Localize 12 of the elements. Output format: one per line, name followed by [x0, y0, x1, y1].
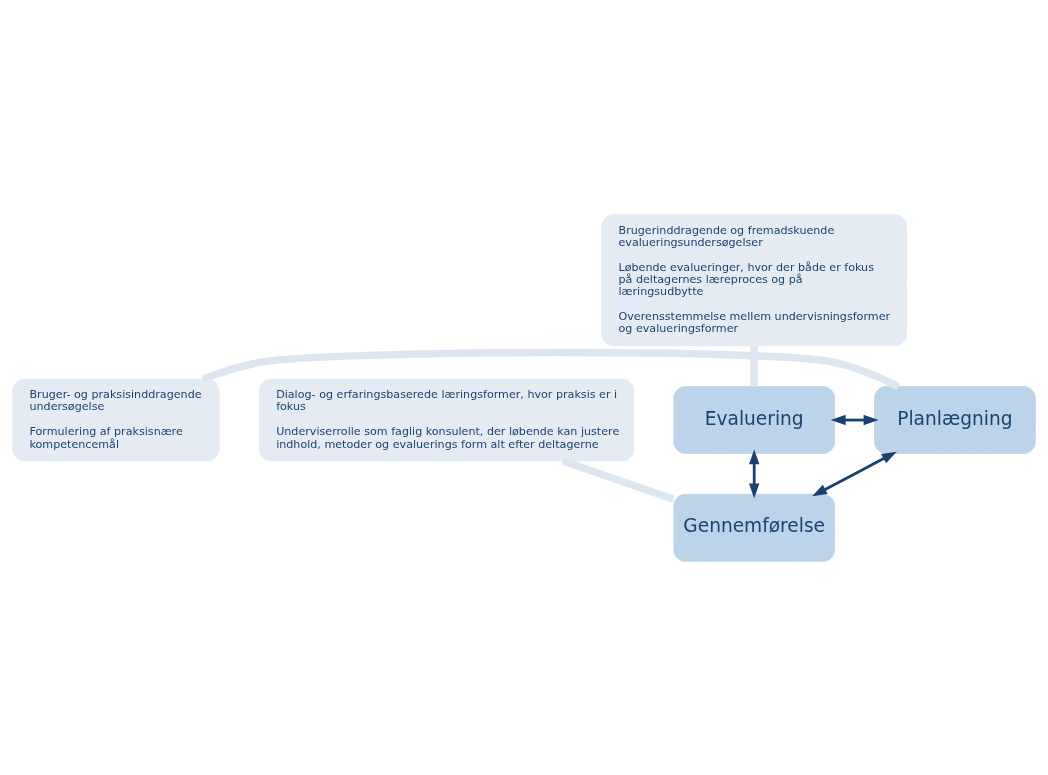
arrow [830, 414, 879, 425]
connector [201, 348, 900, 390]
node-box: Dialog- og erfaringsbaserede læringsformer, hvor praksis er i fokus Underviserrolle som faglig konsulent, der løbende kan justere indhold, metoder og evaluerings form alt efter deltagerne [258, 378, 635, 461]
arrow [748, 448, 760, 498]
node-box: Planlægning [874, 385, 1036, 454]
node-box: Bruger- og praksisinddragende undersøgelse Formulering af praksisnære kompetencemål [12, 378, 220, 461]
node-box: Brugerinddragende og fremadskuende evalueringsundersøgelser Løbende evalueringer, hvor der både er fokus på deltagernes læreproces og på læringsudbytte Overensstemmelse mellem undervisningsformer og evalueringsformer [601, 213, 908, 346]
arrow [812, 451, 897, 496]
node-box: Evaluering [673, 385, 836, 454]
connector [561, 457, 675, 503]
connector [750, 345, 758, 386]
node-box: Gennemførelse [673, 493, 836, 562]
